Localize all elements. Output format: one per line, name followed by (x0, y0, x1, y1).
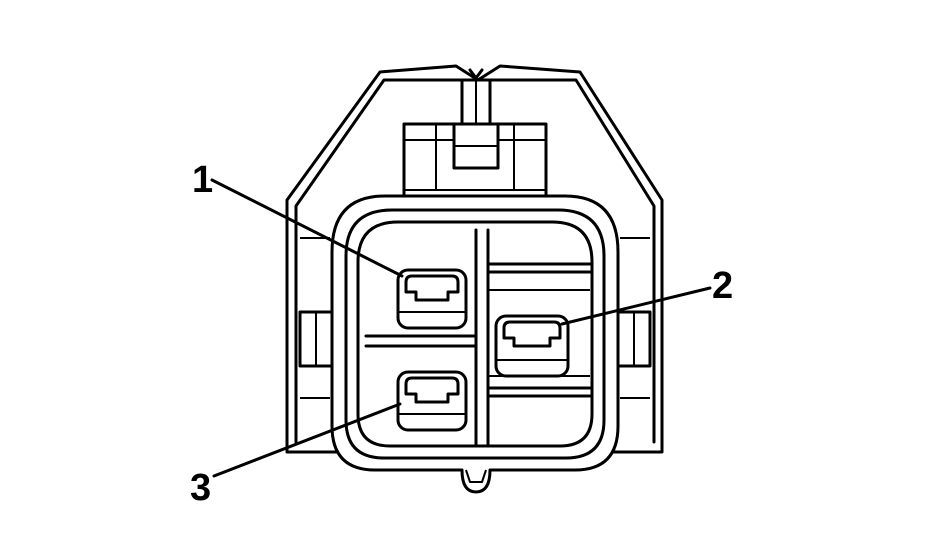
leader-line-3 (212, 402, 402, 478)
right-mounting-ear (616, 237, 652, 399)
terminal-3 (396, 370, 468, 432)
leader-line-2 (560, 286, 712, 326)
locking-tab (402, 68, 548, 204)
leader-line-1 (210, 178, 404, 278)
callout-label-3: 3 (190, 467, 211, 509)
terminal-2 (494, 314, 570, 378)
callout-label-1: 1 (192, 159, 213, 201)
left-mounting-ear (298, 237, 334, 399)
terminal-1 (396, 268, 468, 330)
callout-label-2: 2 (712, 265, 733, 307)
